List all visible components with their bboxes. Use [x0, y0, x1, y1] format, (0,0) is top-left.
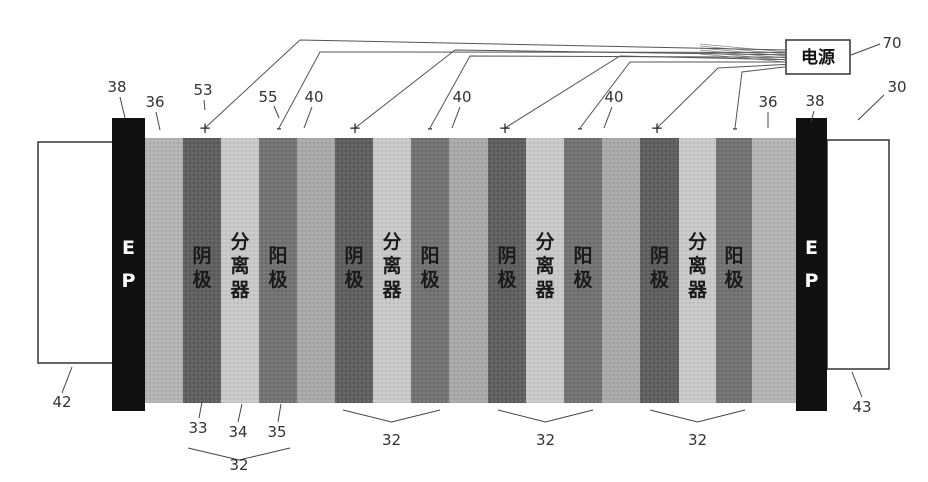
ref-interconnect-1: 40	[304, 88, 323, 106]
end-plate-label-1: E	[122, 237, 135, 259]
ref-outer-left: 36	[145, 93, 164, 111]
separator-label: 器	[229, 279, 250, 301]
end-plate	[112, 118, 145, 411]
ref-cathode: 33	[188, 419, 207, 437]
left-block	[38, 142, 115, 363]
end-plate-label-2: P	[805, 270, 819, 292]
stack-brace-3	[498, 410, 593, 422]
ref-right-block-leader	[852, 372, 862, 397]
ref-anode-leader	[278, 404, 281, 422]
anode-layer-label: 极	[420, 268, 440, 291]
stack-brace-4	[650, 410, 745, 422]
end-plate	[796, 118, 827, 411]
stack-braces: 32 32 32 32	[188, 410, 745, 474]
separator-label: 器	[687, 279, 708, 301]
cathode-layer-label: 阴	[497, 245, 516, 267]
end-plate-label-1: E	[805, 237, 818, 259]
ref-endplate-left-leader	[120, 97, 125, 118]
cathode-layer-label: 极	[497, 268, 517, 291]
interconnect-layer-texture	[602, 138, 640, 403]
stack-ref-1: 32	[229, 456, 248, 474]
ref-interconnect-3: 40	[604, 88, 623, 106]
cathode-layer-label: 极	[192, 268, 212, 291]
wire-2	[279, 52, 786, 128]
plus-terminal: +	[651, 119, 664, 137]
ref-neg-terminal: 55	[258, 88, 277, 106]
ref-battery-leader	[858, 95, 884, 120]
plus-terminal: +	[499, 119, 512, 137]
separator-label: 分	[535, 231, 554, 253]
ref-interconnect-2: 40	[452, 88, 471, 106]
ref-outer-left-leader	[156, 112, 160, 130]
power-supply-ref-leader	[851, 44, 880, 55]
separator-label: 分	[688, 231, 707, 253]
plus-terminal: +	[199, 119, 212, 137]
stack-ref-4: 32	[688, 431, 707, 449]
ref-battery: 30	[887, 78, 906, 96]
stack-brace-2	[343, 410, 440, 422]
ref-left-block-leader	[62, 367, 72, 393]
interconnect-layer-texture	[297, 138, 335, 403]
ref-endplate-right: 38	[805, 92, 824, 110]
terminal-symbols: + - + - + - + -	[199, 119, 738, 137]
minus-terminal: -	[276, 119, 281, 137]
minus-terminal: -	[427, 119, 432, 137]
ref-endplate-left: 38	[107, 78, 126, 96]
anode-layer-label: 阳	[724, 245, 743, 267]
anode-layer-label: 极	[573, 268, 593, 291]
separator-label: 分	[230, 231, 249, 253]
separator-label: 器	[381, 279, 402, 301]
ref-anode: 35	[267, 423, 286, 441]
ref-cathode-leader	[199, 402, 202, 418]
ref-separator: 34	[228, 423, 247, 441]
cathode-layer-label: 极	[344, 268, 364, 291]
anode-layer-label: 极	[268, 268, 288, 291]
plus-terminal: +	[349, 119, 362, 137]
wire-bundle	[205, 40, 786, 128]
ref-outer-right: 36	[758, 93, 777, 111]
ref-right-block: 43	[852, 398, 871, 416]
cathode-layer-label: 阴	[192, 245, 211, 267]
ref-interconnect-1-leader	[304, 107, 312, 128]
minus-terminal: -	[577, 119, 582, 137]
power-supply-label: 电源	[801, 47, 835, 68]
ref-separator-leader	[238, 404, 242, 422]
separator-label: 分	[382, 231, 401, 253]
anode-layer-label: 极	[724, 268, 744, 291]
separator-label: 离	[535, 254, 554, 277]
cathode-layer-label: 阴	[650, 245, 669, 267]
cathode-layer-label: 阴	[344, 245, 363, 267]
separator-label: 器	[534, 279, 555, 301]
outer-plate-texture	[145, 138, 183, 403]
separator-label: 离	[688, 254, 707, 277]
right-block	[827, 140, 889, 369]
outer-plate-texture	[752, 138, 796, 403]
interconnect-layer-texture	[449, 138, 488, 403]
ref-interconnect-3-leader	[604, 107, 612, 128]
ref-pos-terminal: 53	[193, 81, 212, 99]
end-plate-label-2: P	[122, 270, 136, 292]
anode-layer-label: 阳	[420, 245, 439, 267]
stack-ref-2: 32	[382, 431, 401, 449]
ref-left-block: 42	[52, 393, 71, 411]
cathode-layer-label: 极	[650, 268, 670, 291]
stack-ref-3: 32	[536, 431, 555, 449]
minus-terminal: -	[732, 119, 737, 137]
ref-interconnect-2-leader	[452, 107, 460, 128]
separator-label: 离	[382, 254, 401, 277]
layer-stack: EP阴极分离器阳极阴极分离器阳极阴极分离器阳极阴极分离器阳极EP	[112, 118, 827, 411]
ref-neg-terminal-leader	[274, 106, 279, 118]
ref-pos-terminal-leader	[204, 100, 205, 110]
anode-layer-label: 阳	[268, 245, 287, 267]
power-supply-ref: 70	[882, 34, 901, 52]
anode-layer-label: 阳	[573, 245, 592, 267]
separator-label: 离	[230, 254, 249, 277]
